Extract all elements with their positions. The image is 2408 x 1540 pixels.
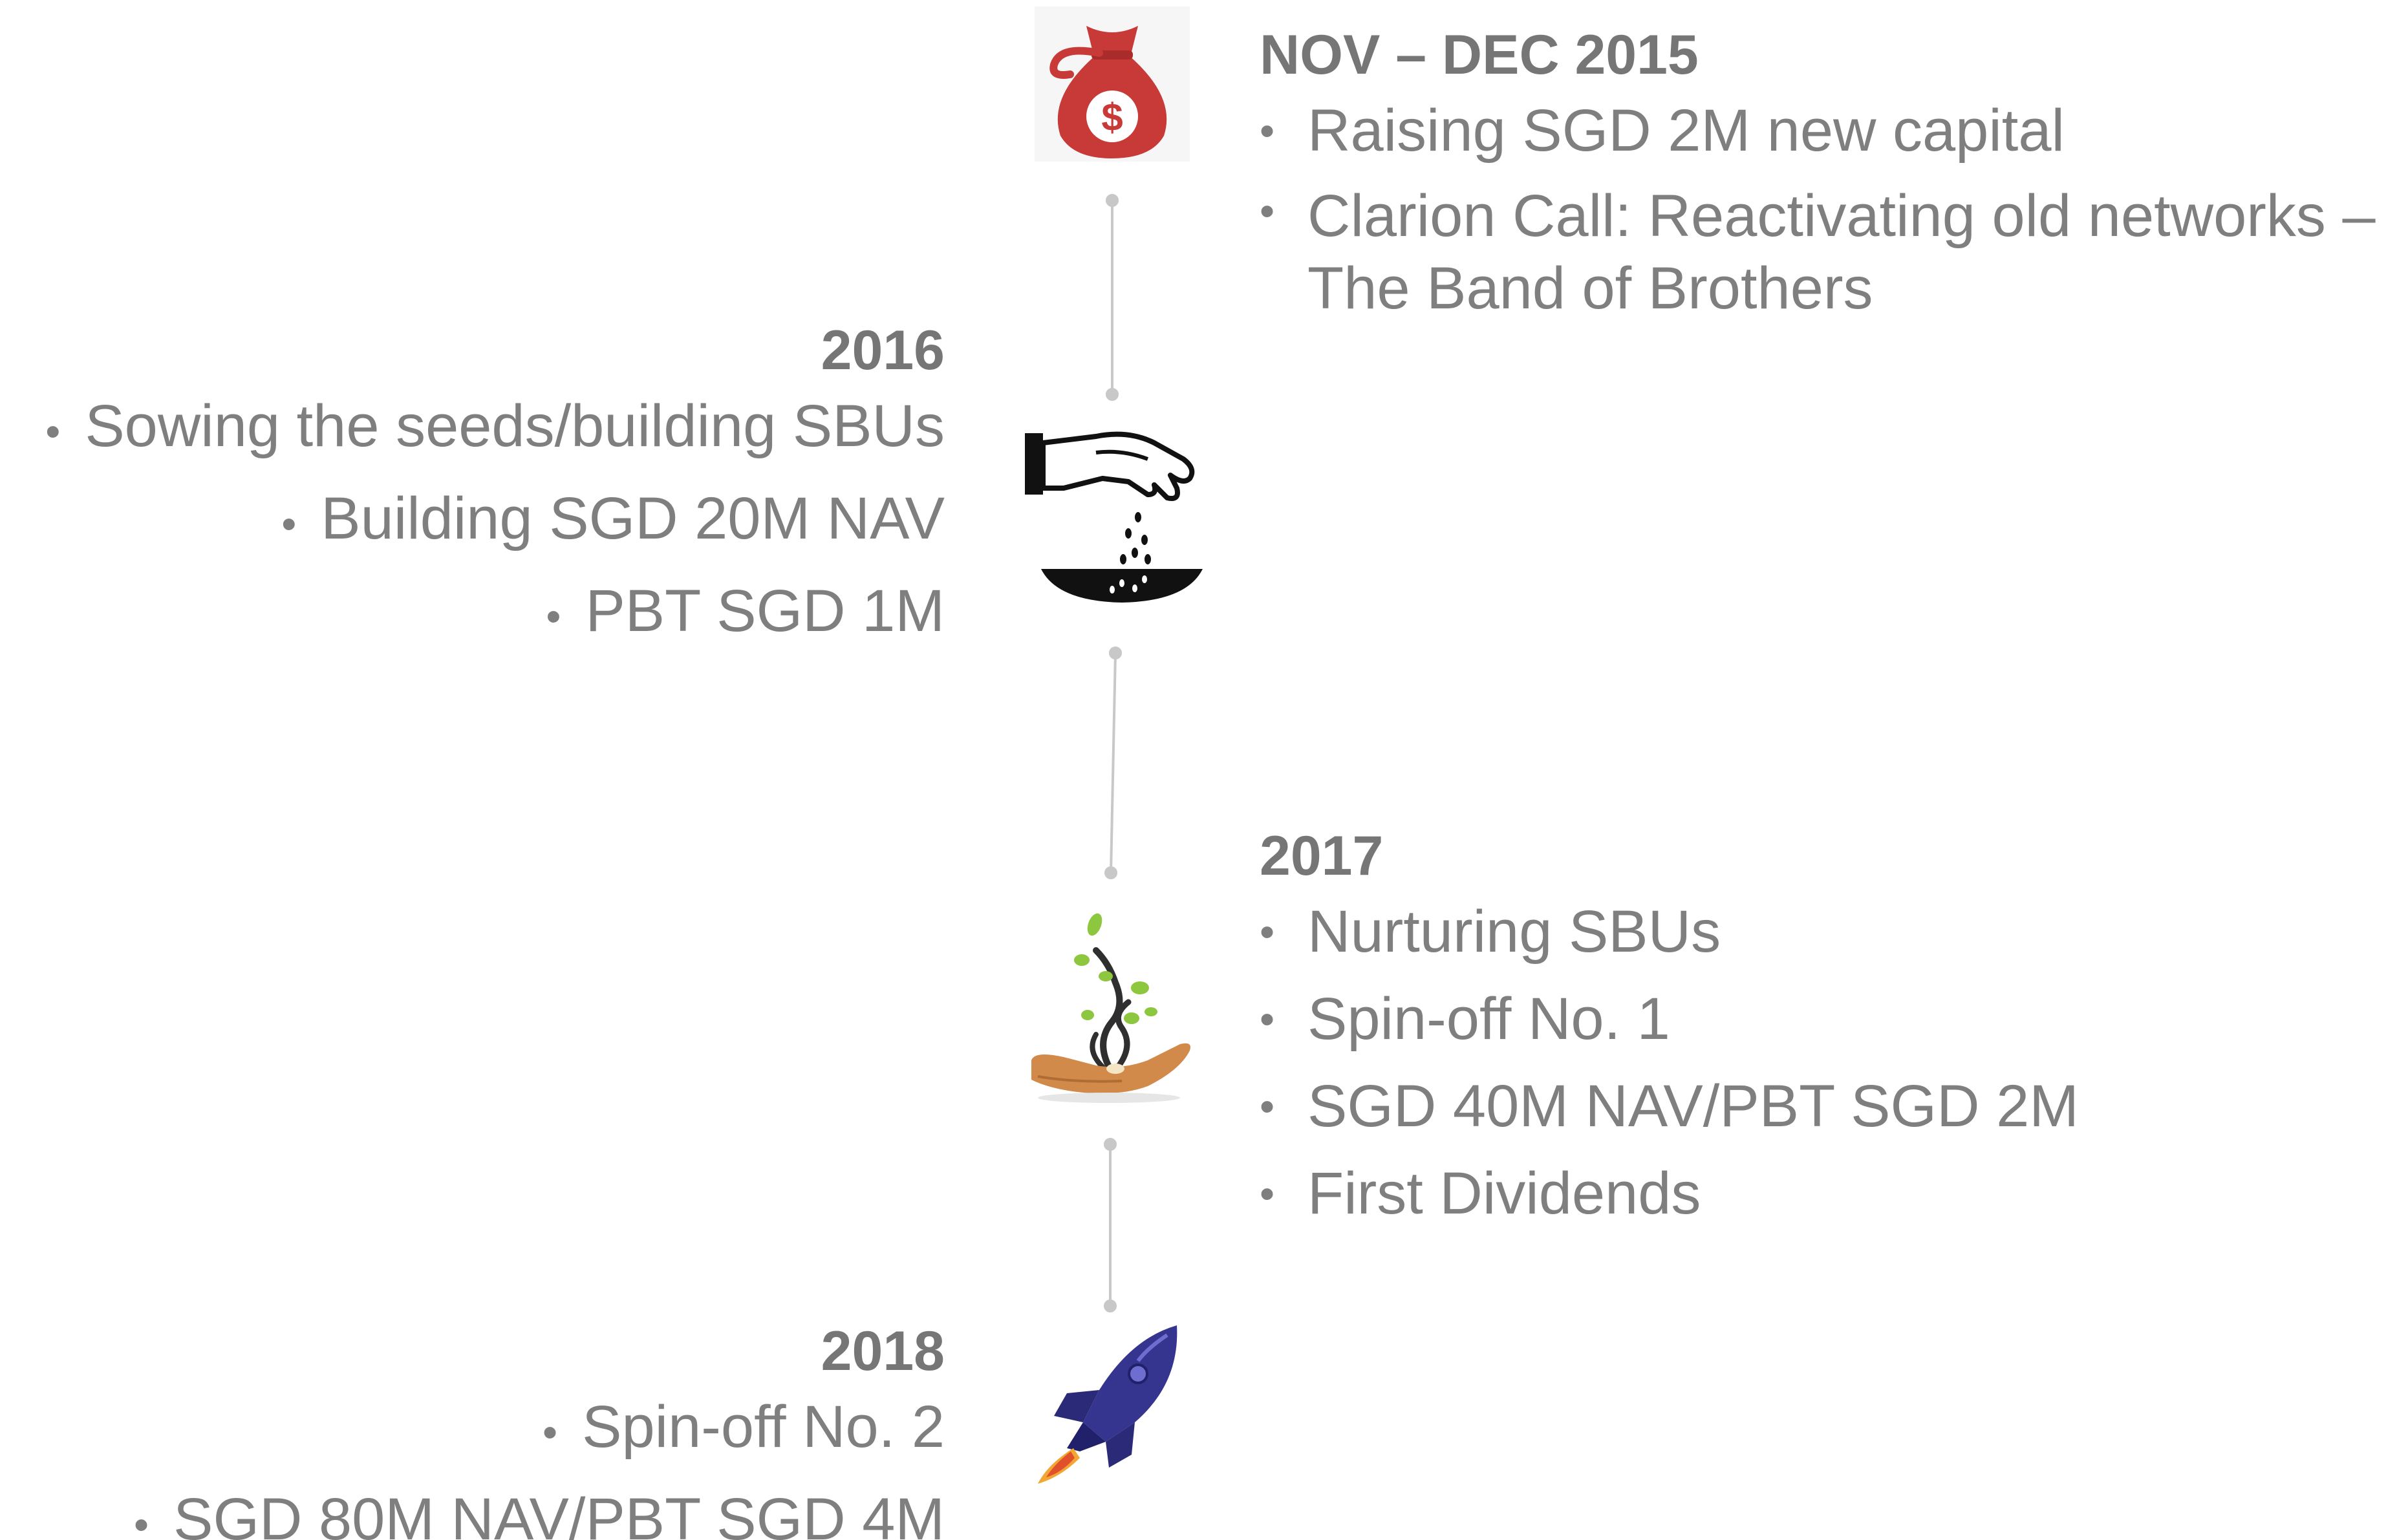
milestone-item-text: SGD 80M NAV/PBT SGD 4M: [173, 1486, 945, 1540]
milestone-2017: 2017 Nurturing SBUs Spin-off No. 1 SGD 4…: [1260, 824, 2404, 1237]
milestone-2015: NOV – DEC 2015 Raising SGD 2M new capita…: [1260, 23, 2404, 330]
milestone-item: Nurturing SBUs: [1260, 888, 2404, 976]
milestone-title: 2016: [821, 319, 945, 381]
milestone-items: • Sowing the seeds/building SBUs • Buildin…: [0, 383, 945, 660]
connector-dot: [1109, 647, 1122, 659]
milestone-item-text: Spin-off No. 2: [582, 1394, 945, 1460]
milestone-title: 2018: [821, 1320, 945, 1382]
connector-dot: [1104, 1138, 1117, 1151]
milestone-2018: 2018 • Spin-off No. 2 • SGD 80M NAV/PBT SG…: [0, 1319, 945, 1540]
milestone-title: 2017: [1260, 825, 1384, 887]
bullet-dot: •: [543, 1408, 558, 1456]
milestone-item: Raising SGD 2M new capital: [1260, 87, 2404, 175]
milestone-item-text: PBT SGD 1M: [585, 578, 945, 644]
connector-dot: [1104, 1299, 1117, 1312]
milestone-item: • Building SGD 20M NAV: [0, 475, 945, 568]
rocket-icon: [1028, 1319, 1190, 1493]
connector-dot: [1106, 388, 1119, 401]
milestone-item: Spin-off No. 1: [1260, 976, 2404, 1063]
milestone-item: • Sowing the seeds/building SBUs: [0, 383, 945, 475]
milestone-items: Raising SGD 2M new capital Clarion Call:…: [1260, 87, 2404, 330]
connector-dot: [1104, 866, 1117, 879]
bullet-dot: •: [546, 592, 561, 640]
milestone-item: • SGD 80M NAV/PBT SGD 4M: [0, 1476, 945, 1540]
milestone-item: First Dividends: [1260, 1150, 2404, 1237]
bullet-dot: •: [133, 1501, 149, 1540]
svg-text:$: $: [1101, 96, 1123, 139]
connector-dot: [1106, 194, 1119, 207]
money-bag-icon: $: [1035, 6, 1190, 162]
bullet-dot: •: [45, 407, 61, 455]
milestone-item: SGD 40M NAV/PBT SGD 2M: [1260, 1063, 2404, 1150]
milestone-title: NOV – DEC 2015: [1260, 24, 1699, 86]
milestone-item: Clarion Call: Reactivating old networks …: [1260, 175, 2404, 330]
milestone-item: • PBT SGD 1M: [0, 568, 945, 660]
milestone-item-text: Building SGD 20M NAV: [321, 486, 945, 551]
seedling-in-hand-icon: [1025, 912, 1193, 1106]
bullet-dot: •: [281, 500, 297, 548]
milestone-items: Nurturing SBUs Spin-off No. 1 SGD 40M NA…: [1260, 888, 2404, 1237]
milestone-item-text: Sowing the seeds/building SBUs: [85, 393, 945, 459]
milestone-2016: 2016 • Sowing the seeds/building SBUs • Bu…: [0, 318, 945, 660]
milestone-items: • Spin-off No. 2 • SGD 80M NAV/PBT SGD 4M: [0, 1384, 945, 1540]
sowing-seeds-icon: [1025, 414, 1206, 608]
milestone-item: • Spin-off No. 2: [0, 1384, 945, 1476]
connector-line: [1110, 652, 1117, 873]
